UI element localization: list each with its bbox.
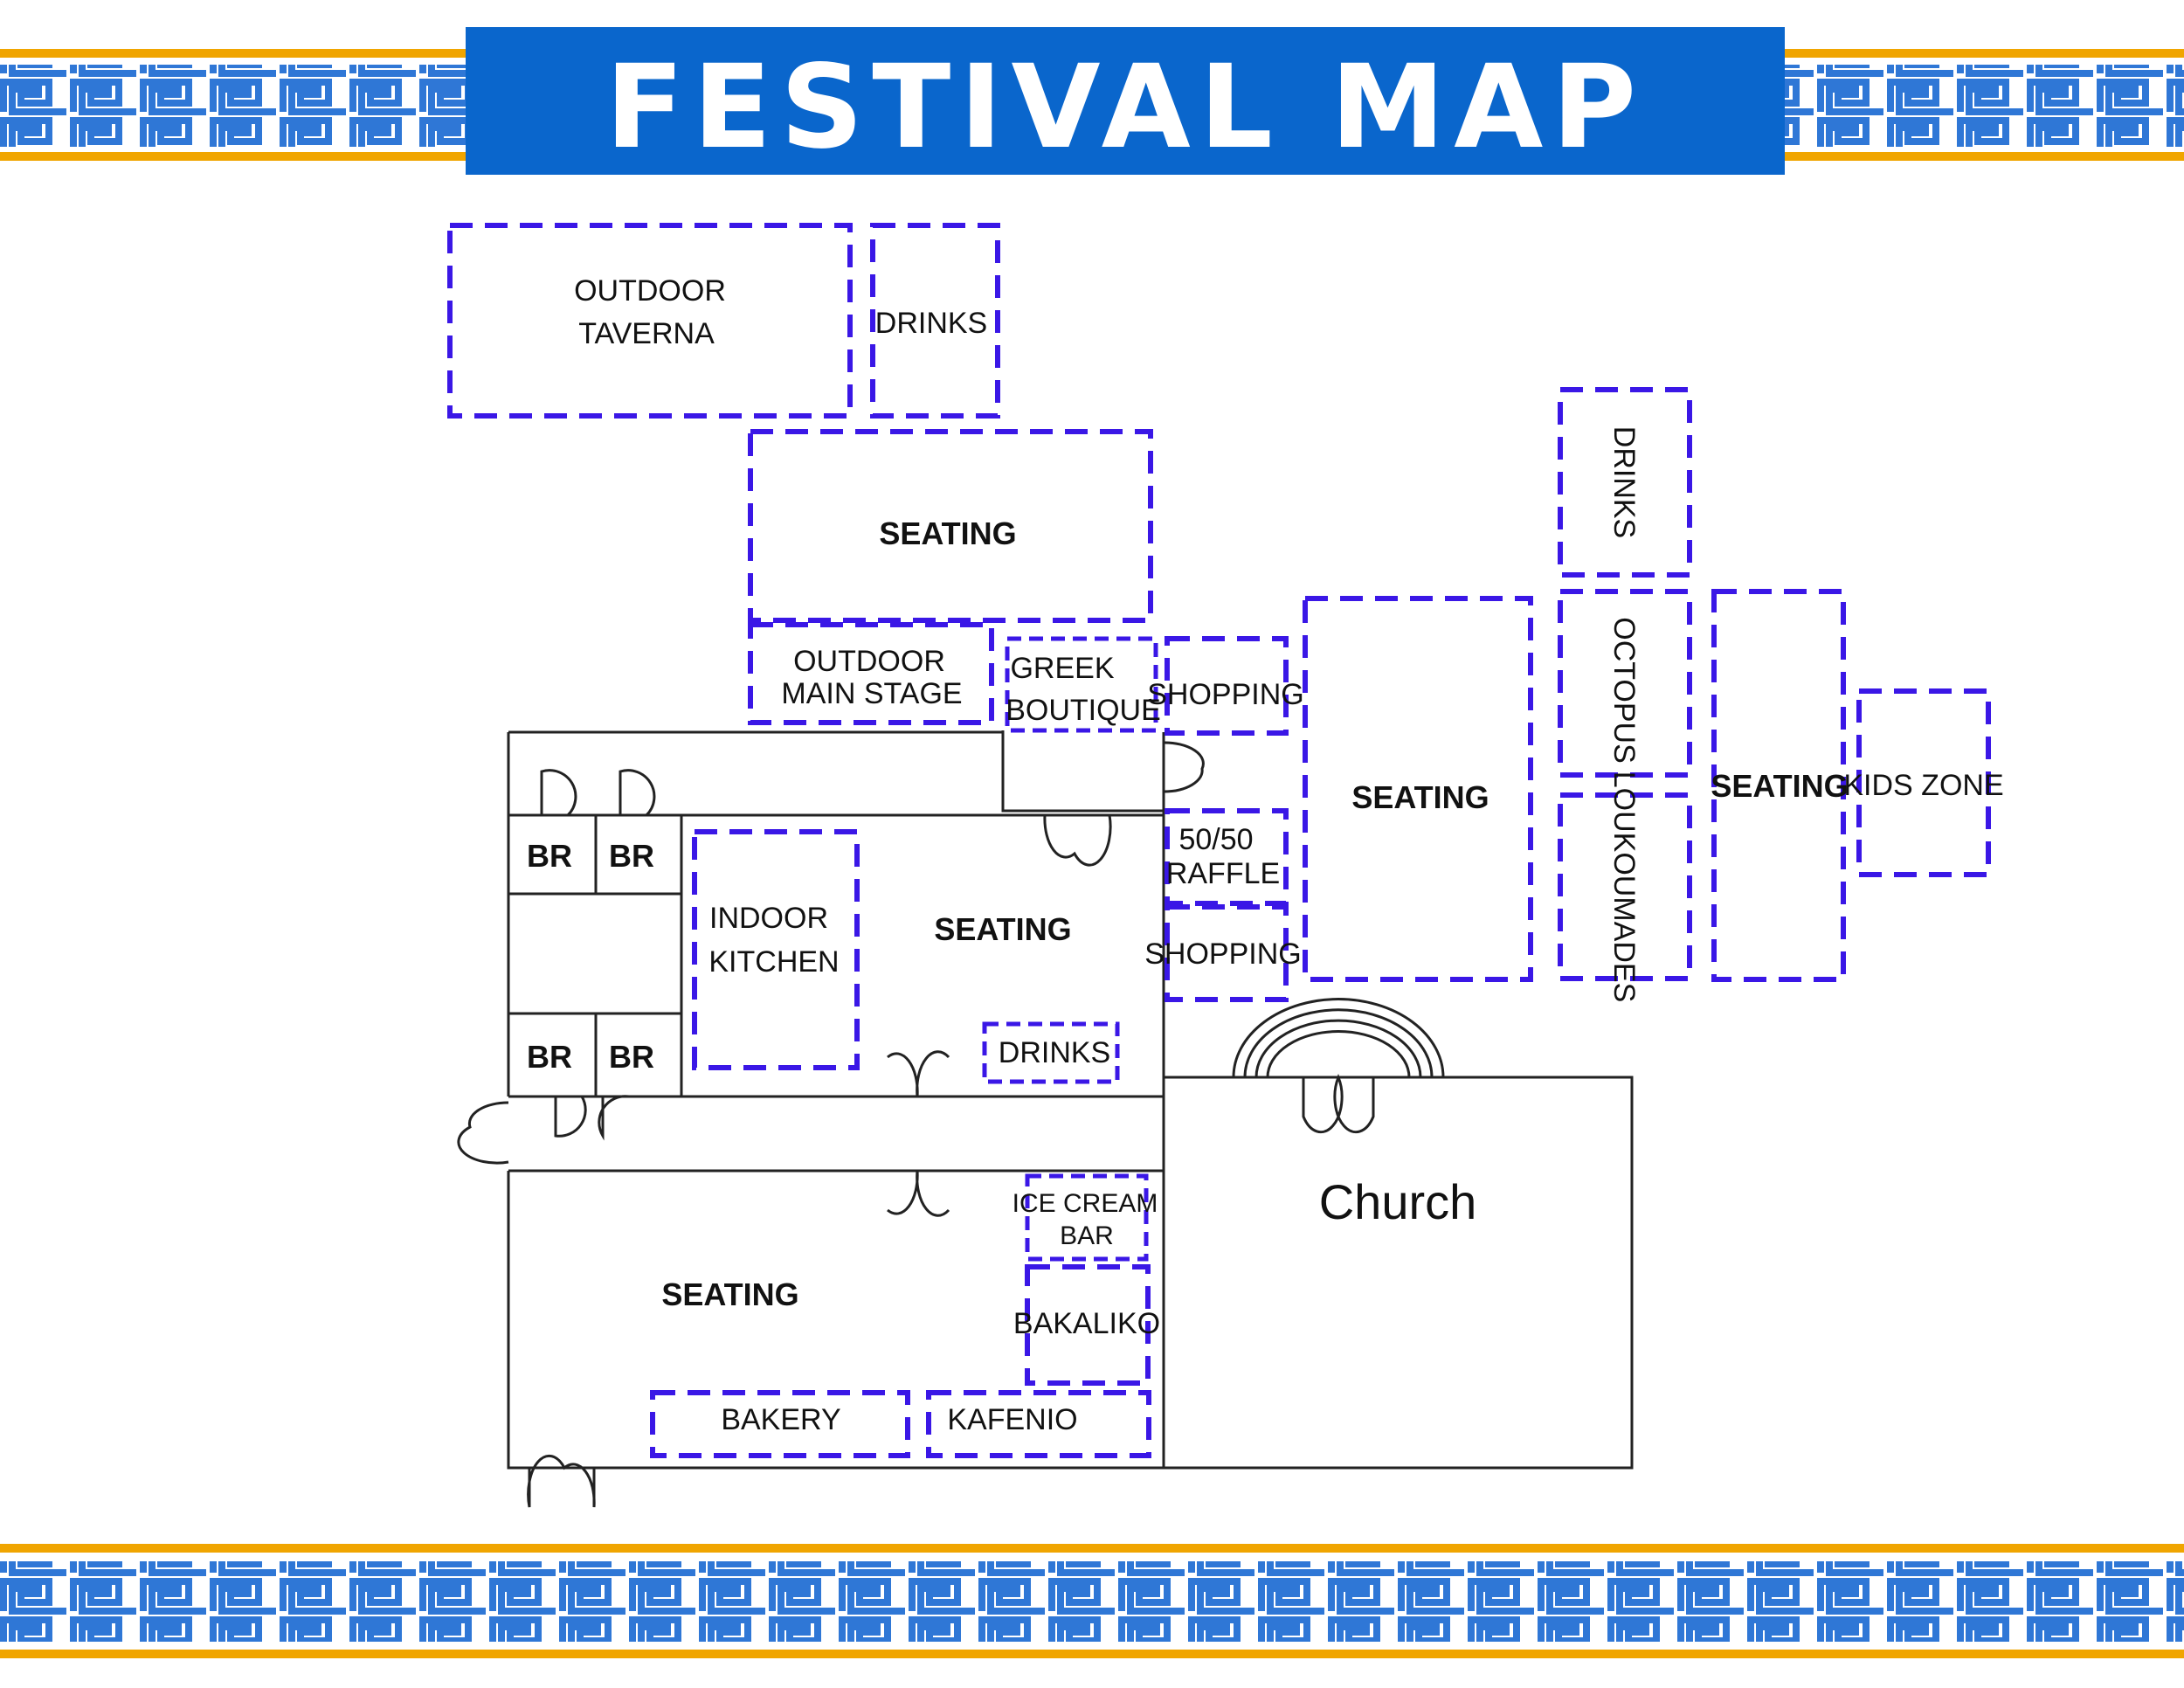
zone-octopus[interactable] bbox=[1558, 589, 1692, 778]
zone-seating-north[interactable] bbox=[748, 429, 1153, 623]
label-seating-north: SEATING bbox=[879, 515, 1016, 551]
title-banner bbox=[466, 27, 1785, 175]
label-outdoor-taverna-1: OUTDOOR bbox=[574, 274, 726, 308]
label-ice-cream-bar-2: BAR bbox=[1060, 1221, 1114, 1250]
label-bakery: BAKERY bbox=[721, 1403, 840, 1436]
label-loukoumades: LOUKOUMADES bbox=[1607, 771, 1641, 1003]
zone-seating-far-east[interactable] bbox=[1711, 589, 1846, 982]
zone-loukoumades[interactable] bbox=[1558, 792, 1692, 981]
page-title: FESTIVAL MAP bbox=[605, 40, 1645, 175]
label-seating-south: SEATING bbox=[661, 1276, 798, 1312]
label-restroom-1: BR bbox=[527, 838, 572, 874]
label-kids-zone: KIDS ZONE bbox=[1843, 769, 2003, 802]
greek-key-border-bottom bbox=[0, 1544, 2184, 1658]
label-octopus: OCTOPUS bbox=[1607, 617, 1641, 764]
label-shopping-upper: SHOPPING bbox=[1147, 678, 1303, 711]
zone-kafenio[interactable] bbox=[926, 1390, 1151, 1458]
zone-outdoor-main-stage[interactable] bbox=[748, 622, 994, 725]
zone-greek-boutique[interactable] bbox=[1005, 636, 1158, 733]
label-restroom-4: BR bbox=[609, 1039, 654, 1075]
label-drinks-east: DRINKS bbox=[1607, 426, 1641, 538]
doors bbox=[457, 741, 1445, 1508]
label-drinks-hall: DRINKS bbox=[999, 1036, 1110, 1069]
label-seating-east: SEATING bbox=[1351, 779, 1489, 815]
zone-outdoor-taverna[interactable] bbox=[447, 223, 853, 419]
label-seating-hall: SEATING bbox=[934, 911, 1071, 947]
building-walls bbox=[507, 730, 1634, 1470]
label-indoor-kitchen-2: KITCHEN bbox=[708, 945, 839, 979]
label-church: Church bbox=[1319, 1174, 1477, 1229]
label-shopping-lower: SHOPPING bbox=[1144, 937, 1301, 971]
label-raffle-1: 50/50 bbox=[1178, 823, 1253, 856]
label-outdoor-main-stage-1: OUTDOOR bbox=[793, 645, 945, 678]
zone-kids-zone[interactable] bbox=[1856, 688, 1991, 877]
zone-drinks-top[interactable] bbox=[870, 223, 1000, 419]
zone-seating-east[interactable] bbox=[1303, 596, 1533, 982]
label-drinks-top: DRINKS bbox=[875, 307, 987, 340]
label-restroom-2: BR bbox=[609, 838, 654, 874]
label-restroom-3: BR bbox=[527, 1039, 572, 1075]
zone-ice-cream-bar[interactable] bbox=[1025, 1173, 1149, 1262]
label-ice-cream-bar-1: ICE CREAM bbox=[1013, 1189, 1158, 1218]
zone-bakaliko[interactable] bbox=[1025, 1264, 1151, 1386]
label-bakaliko: BAKALIKO bbox=[1013, 1307, 1160, 1340]
label-raffle-2: RAFFLE bbox=[1166, 857, 1280, 890]
greek-key-border-top-left bbox=[0, 49, 467, 161]
label-indoor-kitchen-1: INDOOR bbox=[709, 902, 828, 935]
label-outdoor-taverna-2: TAVERNA bbox=[578, 317, 715, 350]
zone-bakery[interactable] bbox=[650, 1390, 910, 1458]
greek-key-border-top-right bbox=[1782, 49, 2184, 161]
zone-drinks-east[interactable] bbox=[1558, 387, 1692, 578]
label-greek-boutique-2: BOUTIQUE bbox=[1006, 694, 1161, 727]
zone-indoor-kitchen[interactable] bbox=[692, 829, 860, 1070]
label-outdoor-main-stage-2: MAIN STAGE bbox=[781, 677, 962, 710]
label-greek-boutique-1: GREEK bbox=[1010, 652, 1114, 685]
zone-drinks-hall[interactable] bbox=[982, 1021, 1120, 1084]
label-seating-far-east: SEATING bbox=[1711, 768, 1848, 804]
label-kafenio: KAFENIO bbox=[947, 1403, 1077, 1436]
